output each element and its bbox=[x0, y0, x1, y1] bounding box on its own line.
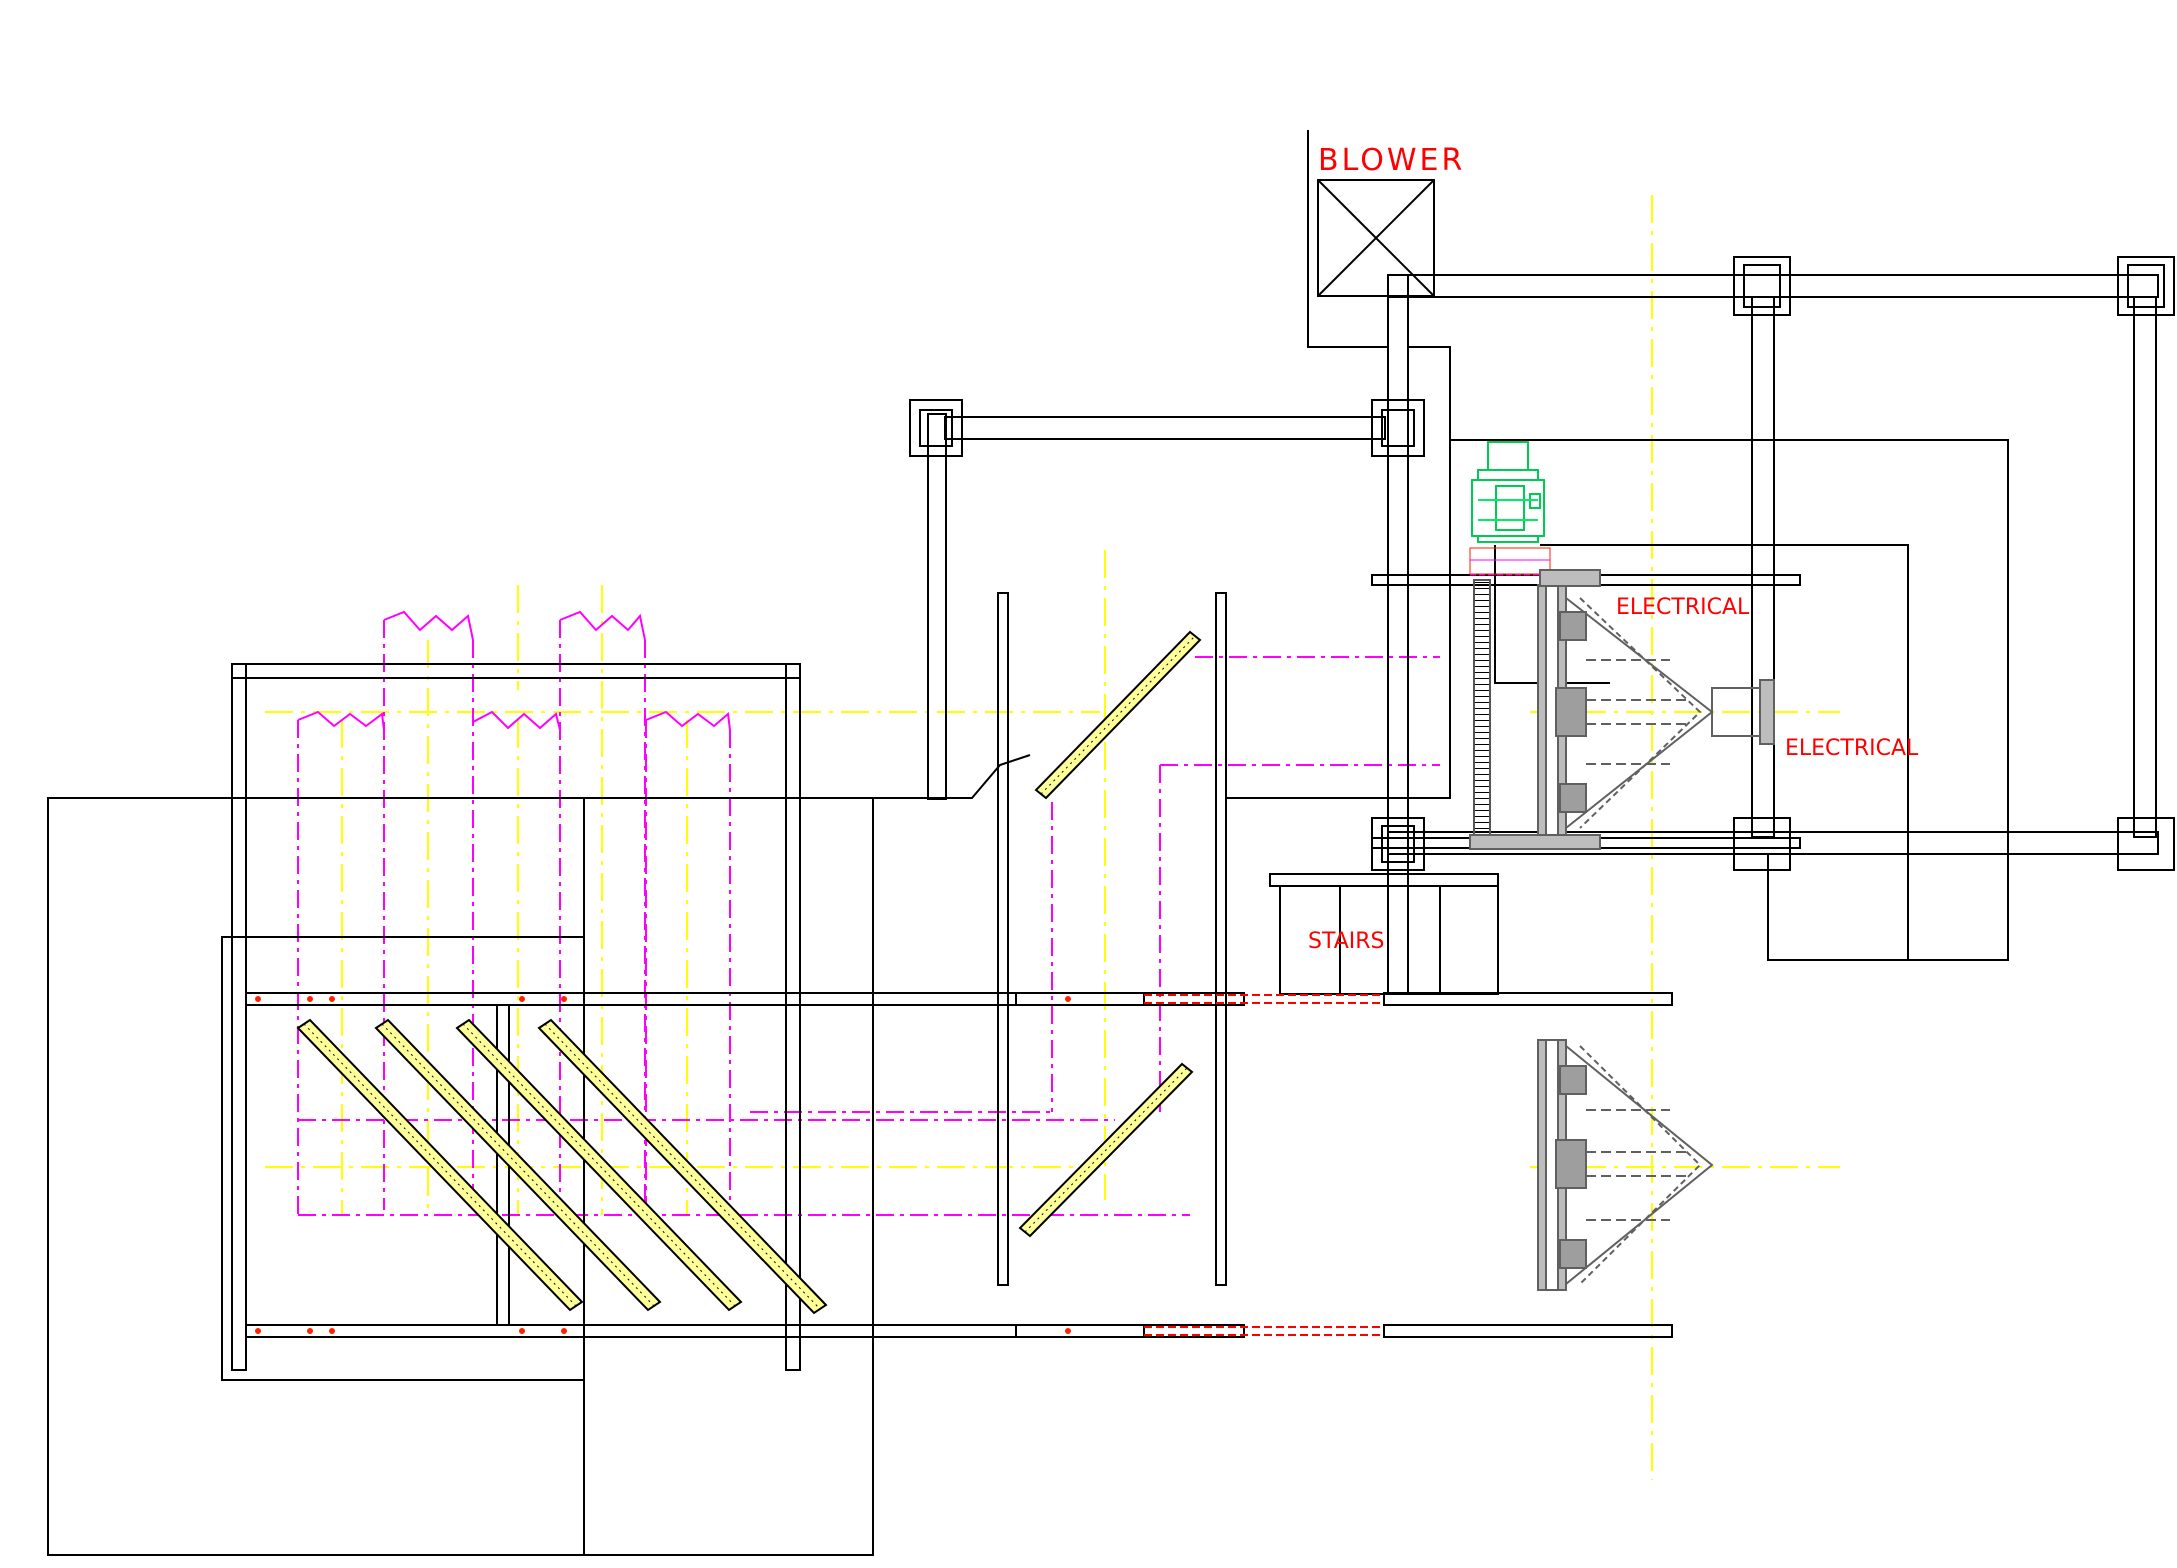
louver-ticks bbox=[303, 635, 1196, 1310]
drawing-labels: BLOWER ELECTRICAL ELECTRICAL STAIRS bbox=[1308, 143, 1919, 954]
stairs-label: STAIRS bbox=[1308, 929, 1384, 954]
electrical-label-upper: ELECTRICAL bbox=[1616, 595, 1750, 620]
anchor-bolts bbox=[255, 996, 1071, 1334]
hidden-stack-breaks bbox=[297, 610, 731, 731]
blower-label: BLOWER bbox=[1318, 143, 1465, 178]
electrical-label-right: ELECTRICAL bbox=[1785, 736, 1919, 761]
cone-hopper-icon bbox=[1469, 569, 1775, 850]
cone-hopper-icon bbox=[1537, 1039, 1714, 1291]
inclined-louvers bbox=[296, 630, 1202, 1315]
structure bbox=[47, 130, 2175, 1556]
motor-icon bbox=[1471, 441, 1545, 543]
gap-dashes bbox=[1144, 994, 1384, 1336]
